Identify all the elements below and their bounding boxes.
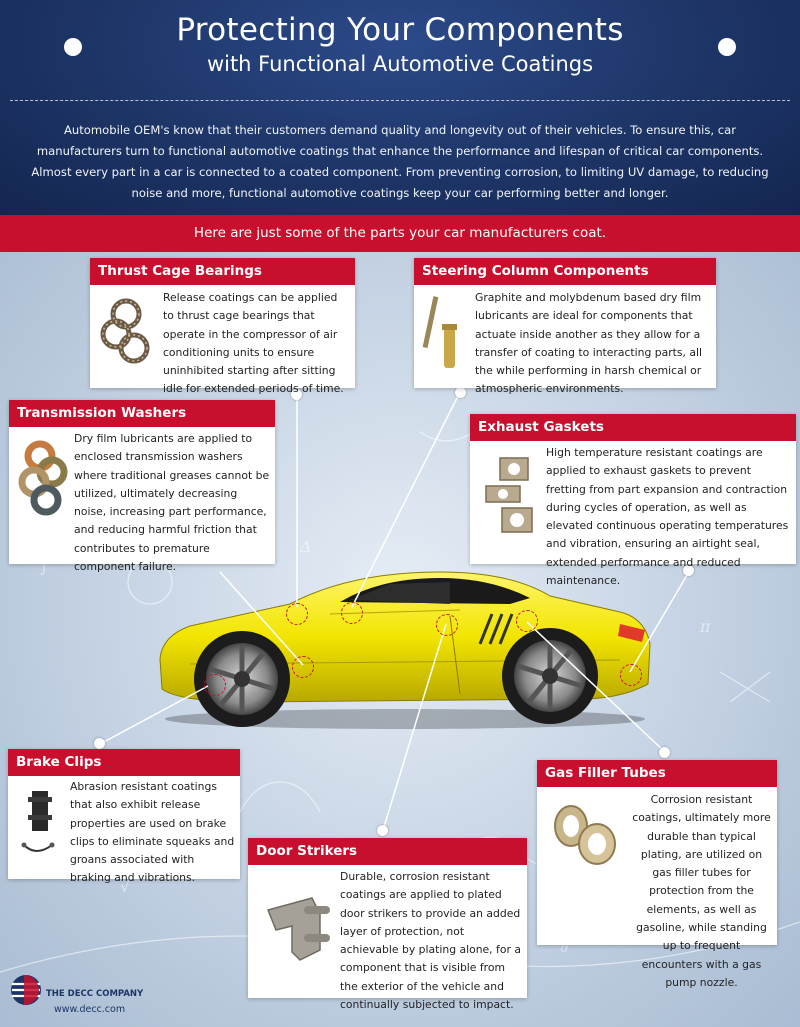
- svg-text:√: √: [120, 877, 131, 896]
- svg-text:∫: ∫: [40, 557, 48, 576]
- card-body: Abrasion resistant coatings that also ex…: [70, 780, 235, 885]
- pin-door-strikers: [377, 825, 388, 836]
- bullet-dot-left: [64, 38, 82, 56]
- card-brake-clips: Brake Clips Abrasion resistant coatings …: [8, 749, 240, 884]
- card-title: Brake Clips: [8, 749, 240, 776]
- card-thrust-cage-bearings: Thrust Cage Bearings Release coatings ca…: [90, 258, 355, 395]
- card-steering-column: Steering Column Components Graphite and …: [414, 258, 716, 395]
- card-title: Exhaust Gaskets: [470, 414, 796, 441]
- decc-globe-icon: [11, 975, 41, 1005]
- card-body: High temperature resistant coatings are …: [546, 446, 789, 588]
- pin-brake-clips: [94, 738, 105, 749]
- gasket-icon: [485, 457, 533, 533]
- brake-clip-icon: [21, 791, 55, 852]
- callout-transmission-washers: [292, 656, 314, 678]
- steering-shaft-icon: [422, 296, 457, 368]
- card-title: Gas Filler Tubes: [537, 760, 777, 787]
- filler-tube-icon: [554, 805, 616, 865]
- card-title: Transmission Washers: [9, 400, 275, 427]
- card-body: Release coatings can be applied to thrus…: [163, 291, 344, 396]
- card-gas-filler-tubes: Gas Filler Tubes Corrosion resistant coa…: [537, 760, 777, 989]
- door-striker-icon: [266, 897, 330, 961]
- pin-exhaust-gaskets: [683, 565, 694, 576]
- callout-gas-filler: [516, 610, 538, 632]
- callout-door-strikers: [436, 614, 458, 636]
- callout-thrust-bearings: [286, 603, 308, 625]
- card-body: Graphite and molybdenum based dry film l…: [475, 291, 703, 396]
- card-title: Door Strikers: [248, 838, 527, 865]
- thrust-bearing-icon: [100, 298, 150, 364]
- svg-text:π: π: [699, 617, 711, 636]
- svg-text:Δ: Δ: [299, 537, 312, 556]
- header: Protecting Your Components with Function…: [0, 0, 800, 215]
- pin-gas-filler: [659, 747, 670, 758]
- logo-name: THE DECC COMPANY: [46, 989, 144, 999]
- card-body: Dry film lubricants are applied to enclo…: [74, 432, 270, 574]
- card-title: Thrust Cage Bearings: [90, 258, 355, 285]
- washers-icon: [18, 440, 68, 516]
- svg-text:∂: ∂: [560, 937, 568, 956]
- pin-thrust-bearings: [291, 389, 302, 400]
- yellow-sports-car: [159, 571, 651, 729]
- bullet-dot-right: [718, 38, 736, 56]
- page-title: Protecting Your Components: [176, 12, 624, 48]
- parts-banner: Here are just some of the parts your car…: [0, 215, 800, 252]
- callout-exhaust-gaskets: [620, 664, 642, 686]
- card-body: Corrosion resistant coatings, ultimately…: [632, 793, 771, 989]
- card-title: Steering Column Components: [414, 258, 716, 285]
- page-subtitle: with Functional Automotive Coatings: [206, 52, 594, 76]
- intro-paragraph: Automobile OEM's know that their custome…: [31, 123, 769, 200]
- card-door-strikers: Door Strikers Durable, corrosion resista…: [248, 838, 527, 1011]
- logo-url[interactable]: www.decc.com: [54, 1004, 126, 1015]
- callout-steering-column: [341, 602, 363, 624]
- card-exhaust-gaskets: Exhaust Gaskets High temperature resista…: [470, 414, 796, 587]
- card-body: Durable, corrosion resistant coatings ar…: [340, 870, 521, 1012]
- callout-connector-lines: [99, 391, 691, 831]
- pin-steering-column: [455, 387, 466, 398]
- decc-logo: THE DECC COMPANY www.decc.com: [10, 972, 143, 1015]
- callout-brake-clips: [204, 674, 226, 696]
- card-transmission-washers: Transmission Washers Dry film lubricants…: [9, 400, 275, 573]
- header-divider: [10, 100, 790, 101]
